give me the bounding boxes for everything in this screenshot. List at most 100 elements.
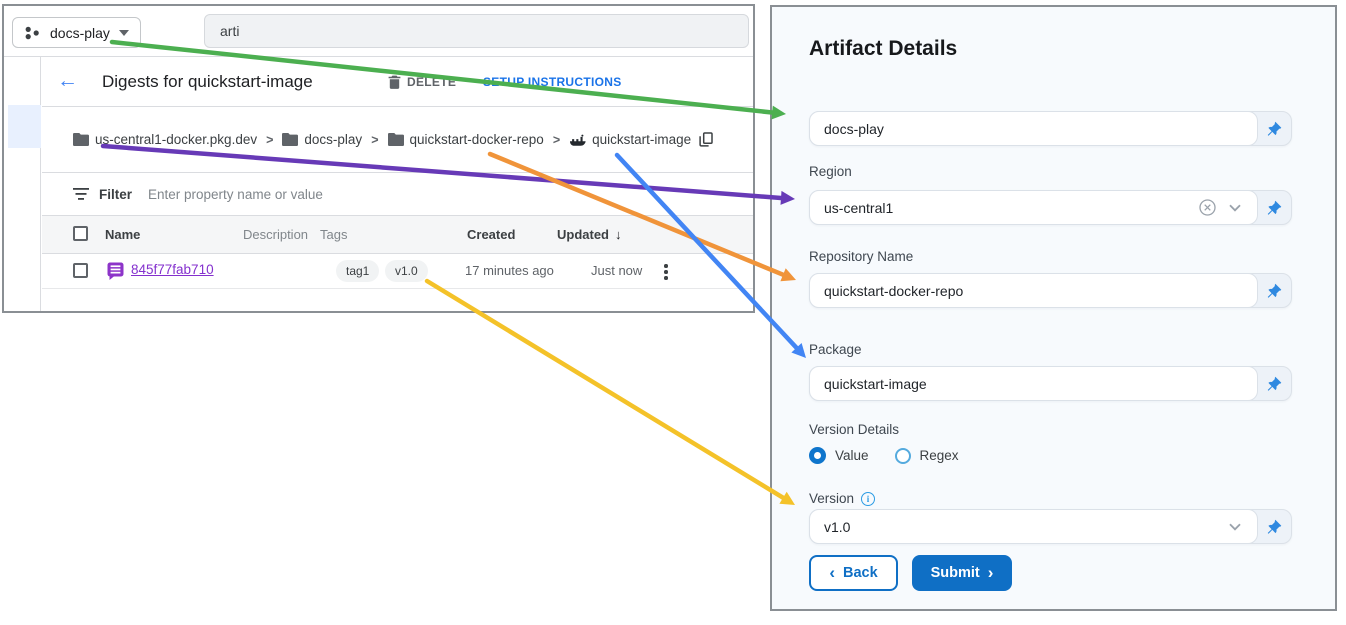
back-button[interactable]: ‹ Back [809,555,898,591]
repository-label: Repository Name [809,249,914,264]
pin-button[interactable] [1257,112,1291,145]
chevron-down-icon[interactable] [1229,523,1241,531]
page-title: Digests for quickstart-image [102,72,313,91]
radio-option-value[interactable]: Value [809,447,869,464]
repository-field-group: quickstart-docker-repo [809,273,1292,308]
version-field-group: v1.0 [809,509,1292,544]
sort-descending-icon: ↓ [615,227,622,242]
project-field-value: docs-play [824,120,884,137]
select-all-checkbox[interactable] [73,226,88,241]
chevron-down-icon[interactable] [1229,204,1241,212]
setup-instructions-button[interactable]: SETUP INSTRUCTIONS [483,75,622,89]
sidebar-selected-item[interactable] [8,105,41,148]
filter-icon [73,188,89,200]
breadcrumb-item-registry[interactable]: us-central1-docker.pkg.dev [73,132,257,147]
breadcrumb-label: us-central1-docker.pkg.dev [95,132,258,147]
delete-label: DELETE [407,75,457,89]
console-main: ← Digests for quickstart-image DELETE SE… [42,57,753,311]
version-details-label: Version Details [809,422,900,437]
pin-button[interactable] [1257,191,1291,224]
pin-icon [1267,200,1282,215]
repository-field-value: quickstart-docker-repo [824,282,964,299]
console-window: docs-play arti ← Digests for quickstart-… [2,4,755,313]
filter-label: Filter [99,186,133,202]
package-label: Package [809,342,862,357]
digest-icon [107,262,124,280]
package-field-group: quickstart-image [809,366,1292,401]
project-icon [25,26,39,39]
folder-icon [387,133,404,146]
version-details-radio-group: Value Regex [809,447,959,464]
trash-icon [388,75,401,89]
delete-button[interactable]: DELETE [388,75,456,89]
clear-icon[interactable] [1199,199,1216,216]
project-field[interactable]: docs-play [809,111,1258,146]
chevron-left-icon: ‹ [829,562,835,582]
row-checkbox[interactable] [73,263,88,278]
folder-icon [282,133,299,146]
breadcrumb-item-repository[interactable]: quickstart-docker-repo [387,132,544,147]
radio-selected-icon [809,447,826,464]
version-label-row: Version i [809,491,876,506]
pin-button[interactable] [1257,510,1291,543]
region-label: Region [809,164,852,179]
column-header-name[interactable]: Name [105,227,141,242]
updated-cell: Just now [591,263,643,278]
pin-button[interactable] [1257,367,1291,400]
version-label: Version [809,491,855,506]
column-header-created[interactable]: Created [467,227,516,242]
digest-link[interactable]: 845f77fab710 [131,262,214,277]
table-header-row: Name Description Tags Created Updated ↓ [42,216,753,254]
radio-option-regex[interactable]: Regex [894,447,959,464]
form-title: Artifact Details [809,37,958,60]
version-field-value: v1.0 [824,518,851,535]
tag-pill[interactable]: tag1 [336,260,380,282]
region-field-group: us-central1 [809,190,1292,225]
table-row: 845f77fab710 tag1 v1.0 17 minutes ago Ju… [42,254,753,289]
project-selector[interactable]: docs-play [12,17,141,48]
pin-button[interactable] [1257,274,1291,307]
copy-icon[interactable] [699,132,713,147]
console-topbar: docs-play arti [4,6,753,57]
repository-field[interactable]: quickstart-docker-repo [809,273,1258,308]
column-header-updated-label: Updated [557,227,609,242]
breadcrumb-item-package[interactable]: quickstart-image [569,132,691,147]
column-header-tags[interactable]: Tags [320,227,348,242]
breadcrumb-label: quickstart-image [592,132,692,147]
radio-unselected-icon [894,447,911,464]
folder-icon [73,133,89,146]
chevron-down-icon [118,29,129,36]
region-field[interactable]: us-central1 [809,190,1258,225]
mini-sidebar [4,57,41,311]
project-selector-label: docs-play [50,24,110,41]
arrow-version [424,278,786,500]
page-header: ← Digests for quickstart-image DELETE SE… [42,57,753,107]
breadcrumb-label: docs-play [304,132,363,147]
filter-bar[interactable]: Filter Enter property name or value [42,173,753,216]
project-field-group: docs-play [809,111,1292,146]
back-button-label: Back [843,565,878,581]
submit-button-label: Submit [930,565,980,581]
breadcrumb-item-project[interactable]: docs-play [282,132,362,147]
pin-icon [1267,283,1282,298]
breadcrumb: us-central1-docker.pkg.dev > docs-play >… [42,107,753,173]
submit-button[interactable]: Submit › [912,555,1012,591]
breadcrumb-label: quickstart-docker-repo [409,132,544,147]
artifact-details-panel: Artifact Details docs-play Region us-cen… [770,5,1337,611]
column-header-updated[interactable]: Updated ↓ [557,227,622,242]
back-arrow-icon[interactable]: ← [57,69,78,92]
region-field-value: us-central1 [824,199,894,216]
breadcrumb-separator: > [371,132,379,147]
radio-regex-label: Regex [919,448,959,463]
breadcrumb-separator: > [266,132,274,147]
search-input[interactable]: arti [204,14,749,48]
column-header-description[interactable]: Description [243,227,309,242]
info-icon[interactable]: i [861,491,876,506]
search-input-value: arti [220,23,240,39]
version-field[interactable]: v1.0 [809,509,1258,544]
filter-placeholder: Enter property name or value [148,186,323,202]
pin-icon [1267,121,1282,136]
version-tag-pill[interactable]: v1.0 [385,260,428,282]
row-overflow-menu[interactable] [662,262,670,282]
package-field[interactable]: quickstart-image [809,366,1258,401]
